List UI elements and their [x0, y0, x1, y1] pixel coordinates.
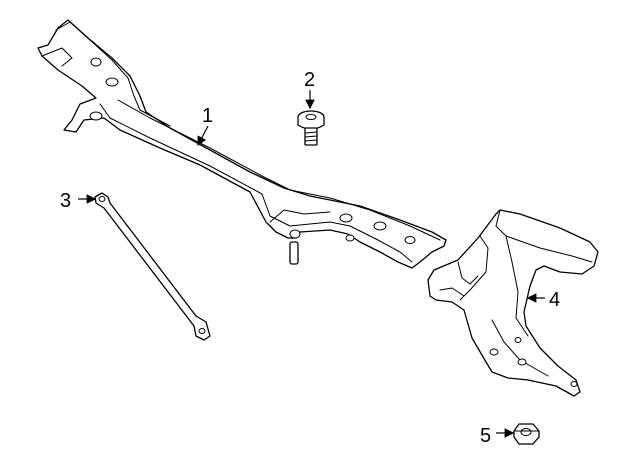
part-5-nut[interactable] — [513, 423, 540, 445]
part-2-bolt[interactable] — [297, 110, 325, 146]
callout-3: 3 — [60, 190, 71, 212]
callout-1: 1 — [202, 105, 213, 127]
leader-1 — [197, 125, 209, 147]
callout-2: 2 — [304, 69, 315, 91]
callout-5: 5 — [480, 425, 491, 447]
callout-4: 4 — [549, 289, 560, 311]
part-1-crossmember[interactable] — [37, 19, 447, 269]
part-4-bracket[interactable] — [427, 209, 599, 397]
part-3-brace-rod[interactable] — [94, 192, 211, 341]
